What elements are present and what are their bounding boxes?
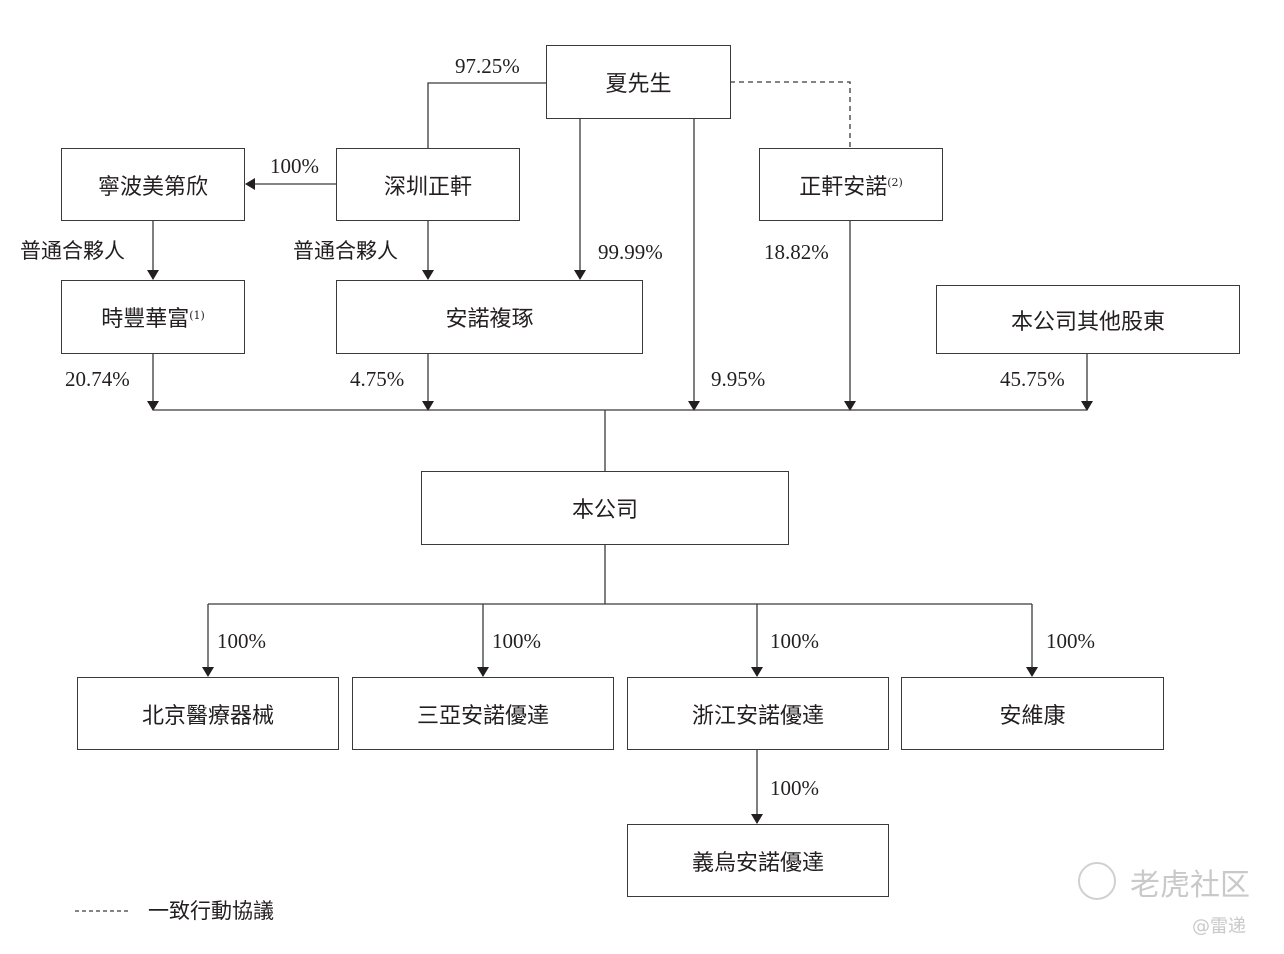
edge-label: 18.82% (764, 240, 829, 264)
node-label: 安諾複琢 (445, 307, 534, 332)
node-yiwu: 義烏安諾優達 (627, 824, 889, 897)
edge-label: 普通合夥人 (20, 239, 125, 263)
node-label: 時豐華富 (101, 307, 190, 332)
node-ningbo: 寧波美第欣 (61, 148, 245, 221)
watermark-author: @雷递 (1192, 916, 1246, 937)
edge-label: 普通合夥人 (293, 239, 398, 263)
footnote-marker: (2) (887, 176, 903, 189)
node-label: 正軒安諾 (799, 174, 888, 200)
node-sanya: 三亞安諾優達 (352, 677, 614, 750)
edge-label: 9.95% (711, 367, 766, 391)
edge-xia-shenzhen (427, 82, 546, 148)
watermark-logo-icon (1078, 862, 1116, 900)
node-zhengxuan-annuo: 正軒安諾(2) (759, 148, 943, 221)
node-annuo-fuzhuo: 安諾複琢 (336, 280, 643, 354)
node-label: 深圳正軒 (383, 174, 472, 200)
node-label: 夏先生 (605, 72, 672, 97)
edge-label: 4.75% (350, 367, 405, 391)
node-mr-xia: 夏先生 (546, 45, 731, 119)
edge-label: 20.74% (65, 367, 130, 391)
node-company: 本公司 (421, 471, 789, 545)
node-label: 安維康 (999, 703, 1066, 729)
node-beijing: 北京醫療器械 (77, 677, 339, 750)
node-label: 本公司 (571, 498, 638, 523)
node-zhejiang: 浙江安諾優達 (627, 677, 889, 750)
node-shifeng: 時豐華富(1) (61, 280, 245, 354)
node-label: 北京醫療器械 (141, 703, 274, 729)
node-shenzhen: 深圳正軒 (336, 148, 520, 221)
edge-label: 100% (770, 629, 819, 653)
edge-acting-in-concert (730, 81, 851, 148)
node-label: 寧波美第欣 (97, 174, 208, 200)
node-other-shareholders: 本公司其他股東 (936, 285, 1240, 354)
edge-label: 97.25% (455, 54, 520, 78)
legend-label: 一致行動協議 (148, 899, 274, 923)
node-label: 浙江安諾優達 (691, 703, 824, 729)
edge-label: 99.99% (598, 240, 663, 264)
edge-label: 100% (270, 154, 319, 178)
edge-label: 45.75% (1000, 367, 1065, 391)
edge-label: 100% (770, 776, 819, 800)
node-label: 義烏安諾優達 (691, 850, 824, 876)
node-label: 三亞安諾優達 (416, 703, 549, 729)
watermark-brand: 老虎社区 (1130, 868, 1250, 903)
edge-label: 100% (217, 629, 266, 653)
edge-label: 100% (492, 629, 541, 653)
footnote-marker: (1) (189, 308, 205, 322)
node-anweikang: 安維康 (901, 677, 1164, 750)
node-label: 本公司其他股東 (1010, 309, 1165, 335)
edge-label: 100% (1046, 629, 1095, 653)
